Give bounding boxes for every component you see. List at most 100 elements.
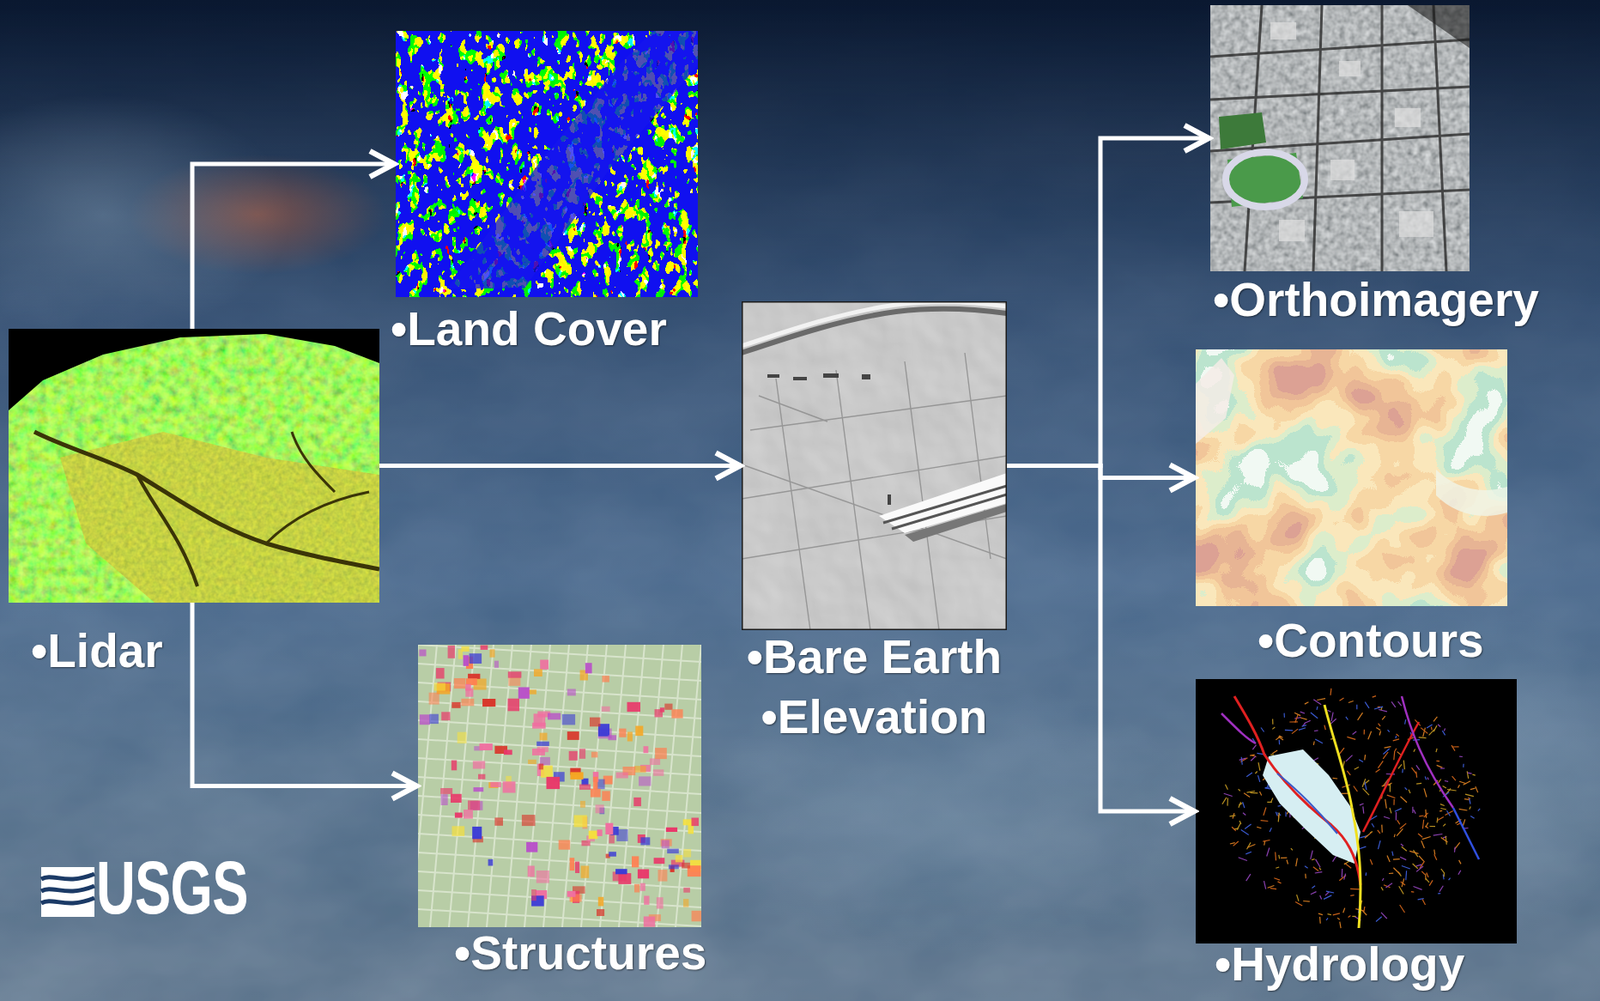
contours-image [1195,349,1508,607]
stream-segment [1413,748,1416,752]
building [490,781,502,788]
stream-segment [1269,827,1272,832]
building [585,662,593,673]
orthoimagery-box: •Orthoimagery [1210,5,1470,272]
building [675,854,684,862]
bare-earth-image [741,301,1007,631]
stream-segment [1324,725,1326,730]
stream-segment [1397,819,1400,825]
node-label: •Elevation [761,690,988,744]
building [569,857,576,871]
stream-segment [1440,804,1445,807]
building [562,714,576,726]
building [643,896,649,905]
building [637,869,649,879]
stream-segment [1351,915,1356,917]
building [593,776,598,790]
stream-segment [1416,782,1422,785]
building [640,883,646,891]
stream-segment [1413,809,1417,814]
flow-arrow [192,163,394,329]
building [451,760,457,771]
stream-segment [1442,786,1447,789]
building [643,916,655,928]
road-line [675,644,702,928]
stream-segment [1274,852,1277,861]
stream-segment [1393,751,1395,760]
building [590,788,601,798]
stream-segment [1444,780,1449,782]
stream-segment [1472,774,1475,776]
stream-segment [1252,745,1256,751]
building [668,864,679,869]
stream-segment [1386,883,1394,888]
building [521,814,536,826]
building [460,698,474,707]
stream-segment [1440,767,1445,769]
stream-segment [1374,706,1383,710]
stream-segment [1467,772,1473,774]
building [441,793,449,806]
stream-segment [1310,891,1317,895]
building [618,872,631,885]
building [658,869,668,882]
stream-segment [1260,819,1269,822]
stream-segment [1382,748,1389,755]
stream-segment [1350,894,1354,897]
stream-segment [1350,888,1360,891]
stream-segment [1405,787,1408,790]
stream-segment [1433,725,1437,732]
stream-segment [1368,731,1372,740]
building [478,774,485,780]
building [451,702,461,709]
stream-segment [1356,704,1358,710]
building [429,692,440,705]
building [463,809,473,819]
stream-segment [1459,808,1468,811]
stream-segment [1304,873,1307,879]
flow-arrow [379,463,740,468]
building [508,698,521,712]
stream-segment [1346,736,1356,740]
stream-segment [1381,912,1388,919]
stream-segment [1430,825,1437,827]
stream-segment [1313,699,1322,705]
stream-segment [1290,848,1293,850]
building [666,848,679,855]
building [546,776,561,789]
stream-segment [1357,712,1364,721]
structures-box: •Structures [418,644,702,928]
building [640,836,650,845]
stream-segment [1459,755,1463,758]
building [473,787,485,792]
stream-segment [1421,871,1425,875]
stream-segment [1270,753,1274,755]
bare-earth-box: •Bare Earth•Elevation [741,301,1007,631]
stream-segment [1462,763,1464,768]
building [631,855,639,867]
stream-segment [1387,729,1390,733]
stream-segment [1456,823,1461,825]
stream-segment [1326,917,1328,921]
stream-segment [1400,856,1407,860]
road-line [418,909,702,927]
stream-segment [1231,826,1237,831]
stream-segment [1400,904,1406,913]
stream-segment [1362,909,1367,916]
stream-segment [1314,729,1319,732]
stream-segment [1400,823,1407,829]
stream-segment [1313,741,1316,746]
stream-segment [1233,841,1239,846]
stream-segment [1458,784,1461,788]
stream-segment [1405,719,1407,724]
stream-segment [1339,697,1345,701]
land-cover-image [395,30,698,297]
building [633,797,642,807]
stream-segment [1396,828,1403,836]
stream-segment [1422,836,1431,840]
stream-segment [1275,812,1278,817]
building [467,800,480,810]
building [569,771,583,780]
building [638,775,651,786]
road-line [418,776,702,794]
